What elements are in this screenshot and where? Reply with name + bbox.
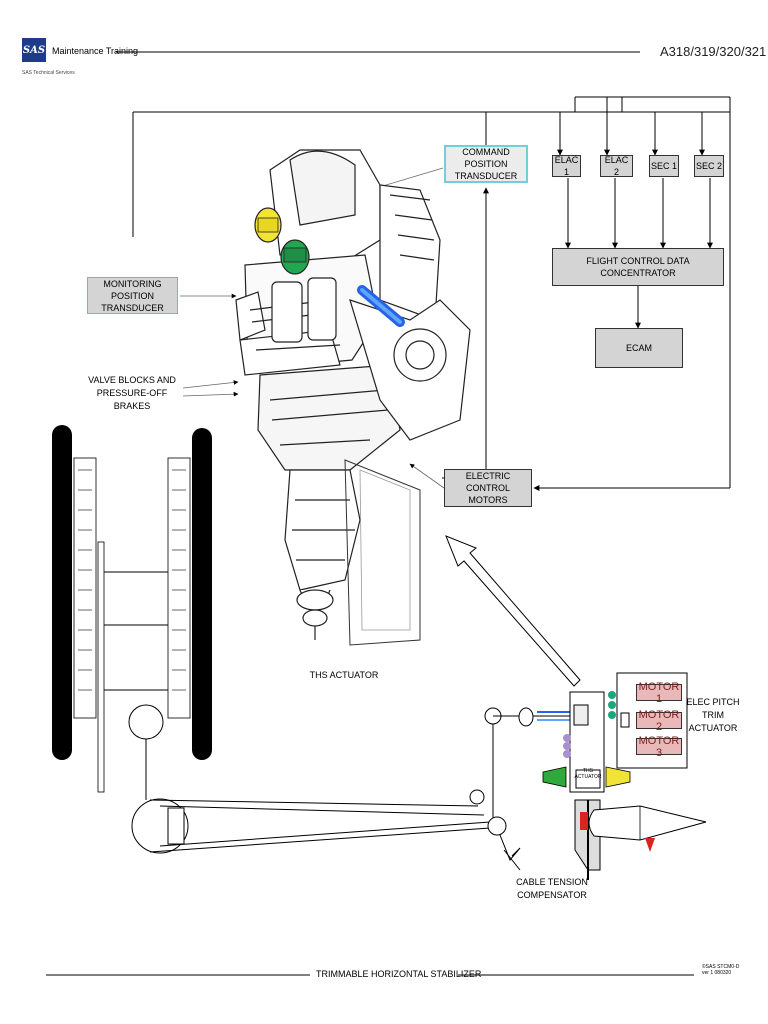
leader-lines [180, 167, 445, 489]
ths-actuator-label: THS ACTUATOR [309, 670, 379, 680]
computer-bus [132, 96, 731, 491]
elac-1-box: ELAC 1 [552, 155, 581, 177]
ths-actuator-drawing [235, 149, 471, 646]
header-title: Maintenance Training [52, 46, 139, 56]
trim-cable [131, 798, 491, 854]
ecam-box: ECAM [595, 328, 683, 368]
trim-wheel-axle [104, 571, 168, 800]
motor-2-box: MOTOR 2 [636, 709, 682, 733]
trim-wheel-left [52, 425, 105, 793]
footer-title: TRIMMABLE HORIZONTAL STABILIZER [316, 969, 482, 979]
pointer-arrow [445, 535, 581, 687]
motor-3-box: MOTOR 3 [636, 735, 682, 759]
trim-wheel-right [167, 428, 212, 760]
elac-2-box: ELAC 2 [600, 155, 633, 177]
sec-1-box: SEC 1 [649, 155, 679, 177]
sec-2-box: SEC 2 [694, 155, 724, 177]
sas-logo: SAS [22, 38, 46, 62]
flight-control-data-concentrator-box: FLIGHT CONTROL DATA CONCENTRATOR [552, 248, 724, 286]
aircraft-model: A318/319/320/321 [660, 44, 767, 59]
motor-1-box: MOTOR 1 [636, 681, 682, 705]
cable-tension-compensator-drawing [469, 707, 570, 871]
header-subtitle: SAS Technical Services [22, 70, 75, 76]
